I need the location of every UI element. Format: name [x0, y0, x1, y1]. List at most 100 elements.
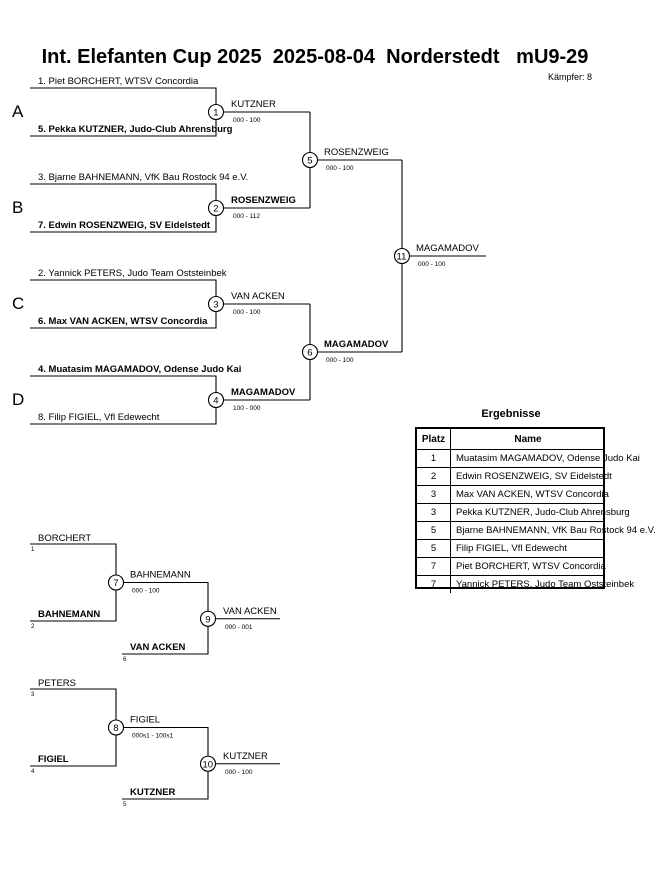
match-circle-number: 7	[113, 578, 118, 589]
match-winner: VAN ACKEN	[223, 606, 277, 617]
match-score: 000 - 001	[225, 624, 253, 631]
fighter-count: Kämpfer: 8	[548, 72, 593, 82]
match-winner: MAGAMADOV	[416, 243, 479, 254]
match-circle-number: 6	[307, 348, 312, 359]
entrant-label: 5. Pekka KUTZNER, Judo-Club Ahrensburg	[38, 124, 233, 135]
match-winner: VAN ACKEN	[231, 291, 285, 302]
entrant-label: 8. Filip FIGIEL, Vfl Edewecht	[38, 412, 160, 423]
results-name: Edwin ROSENZWEIG, SV Eidelstedt	[450, 467, 612, 486]
repechage-name: BAHNEMANN	[38, 609, 100, 620]
match-winner: MAGAMADOV	[231, 387, 296, 398]
results-name: Max VAN ACKEN, WTSV Concordia	[450, 485, 609, 504]
match-circle-number: 9	[205, 614, 210, 625]
entrant-label: 1. Piet BORCHERT, WTSV Concordia	[38, 76, 199, 87]
match-circle	[199, 755, 217, 772]
entrant-label: 4. Muatasim MAGAMADOV, Odense Judo Kai	[38, 364, 241, 375]
repechage-name: BORCHERT	[38, 533, 91, 544]
results-name: Bjarne BAHNEMANN, VfK Bau Rostock 94 e.V…	[450, 521, 656, 540]
entrant-label: 7. Edwin ROSENZWEIG, SV Eidelstedt	[38, 220, 211, 231]
match-circle-number: 8	[113, 723, 118, 734]
match-score: 000s1 - 100s1	[132, 733, 174, 740]
match-winner: ROSENZWEIG	[231, 195, 296, 206]
repechage-seed: 2	[31, 624, 35, 630]
match-circle	[301, 343, 319, 361]
match-score: 000 - 100	[233, 117, 261, 124]
match-score: 000 - 100	[225, 769, 253, 776]
repechage-name: FIGIEL	[38, 754, 69, 765]
results-header-row: Platz Name	[417, 429, 605, 450]
pool-label-c: C	[12, 294, 25, 313]
repechage-name: VAN ACKEN	[130, 642, 186, 653]
results-col-place: Platz	[417, 429, 451, 450]
match-circle	[207, 199, 225, 217]
repechage-seed: 3	[31, 692, 35, 698]
results-place: 5	[417, 521, 451, 540]
repechage-name: PETERS	[38, 678, 76, 689]
results-name: Muatasim MAGAMADOV, Odense Judo Kai	[450, 449, 640, 468]
results-place: 2	[417, 467, 451, 486]
entrant-label: 2. Yannick PETERS, Judo Team Oststeinbek	[38, 268, 227, 279]
match-winner: KUTZNER	[223, 751, 268, 762]
repechage-seed: 6	[123, 657, 127, 663]
match-score: 000 - 100	[326, 357, 354, 364]
entrant-label: 3. Bjarne BAHNEMANN, VfK Bau Rostock 94 …	[38, 172, 248, 183]
match-score: 000 - 112	[233, 213, 260, 220]
results-name: Filip FIGIEL, Vfl Edewecht	[450, 539, 605, 558]
repechage-seed: 5	[123, 802, 127, 808]
results-place: 7	[417, 575, 451, 593]
match-circle	[199, 610, 217, 627]
results-name: Yannick PETERS, Judo Team Oststeinbek	[450, 575, 634, 593]
match-score: 000 - 100	[132, 588, 160, 595]
match-circle	[107, 719, 125, 736]
match-circle-number: 1	[213, 108, 218, 119]
match-circle-number: 10	[203, 759, 214, 770]
match-winner: MAGAMADOV	[324, 339, 389, 350]
match-circle	[393, 247, 411, 265]
results-place: 7	[417, 557, 451, 576]
match-circle	[207, 103, 225, 121]
match-circle-number: 4	[213, 396, 218, 407]
match-circle	[107, 574, 125, 591]
pool-label-d: D	[12, 390, 25, 409]
results-place: 3	[417, 485, 451, 504]
match-winner: KUTZNER	[231, 99, 276, 110]
match-winner: ROSENZWEIG	[324, 147, 389, 158]
match-circle	[301, 151, 319, 169]
match-circle-number: 3	[213, 300, 218, 311]
match-circle	[207, 391, 225, 409]
match-score: 000 - 100	[418, 261, 446, 268]
match-winner: BAHNEMANN	[130, 570, 191, 581]
results-name: Pekka KUTZNER, Judo-Club Ahrensburg	[450, 503, 630, 522]
match-score: 000 - 100	[326, 165, 354, 172]
bracket-diagram: 1. Piet BORCHERT, WTSV Concordia 5. Pekka…	[30, 76, 486, 808]
match-circle-number: 11	[397, 252, 407, 263]
repechage-seed: 1	[31, 547, 35, 553]
match-circle	[207, 295, 225, 313]
pool-label-b: B	[12, 198, 24, 217]
match-circle-number: 5	[307, 156, 312, 167]
match-score: 100 - 000	[233, 405, 261, 412]
match-winner: FIGIEL	[130, 715, 160, 726]
results-place: 5	[417, 539, 451, 558]
results-place: 3	[417, 503, 451, 522]
match-circle-number: 2	[213, 204, 218, 215]
repechage-seed: 4	[31, 769, 35, 775]
entrant-label: 6. Max VAN ACKEN, WTSV Concordia	[38, 316, 208, 327]
match-score: 000 - 100	[233, 309, 261, 316]
repechage-name: KUTZNER	[130, 787, 176, 798]
results-name: Piet BORCHERT, WTSV Concordia	[450, 557, 606, 576]
pool-label-a: A	[12, 102, 24, 121]
results-col-name: Name	[450, 429, 605, 450]
results-place: 1	[417, 449, 451, 468]
page-title: Int. Elefanten Cup 2025 2025-08-04 Norde…	[41, 46, 589, 68]
results-title: Ergebnisse	[481, 408, 541, 420]
